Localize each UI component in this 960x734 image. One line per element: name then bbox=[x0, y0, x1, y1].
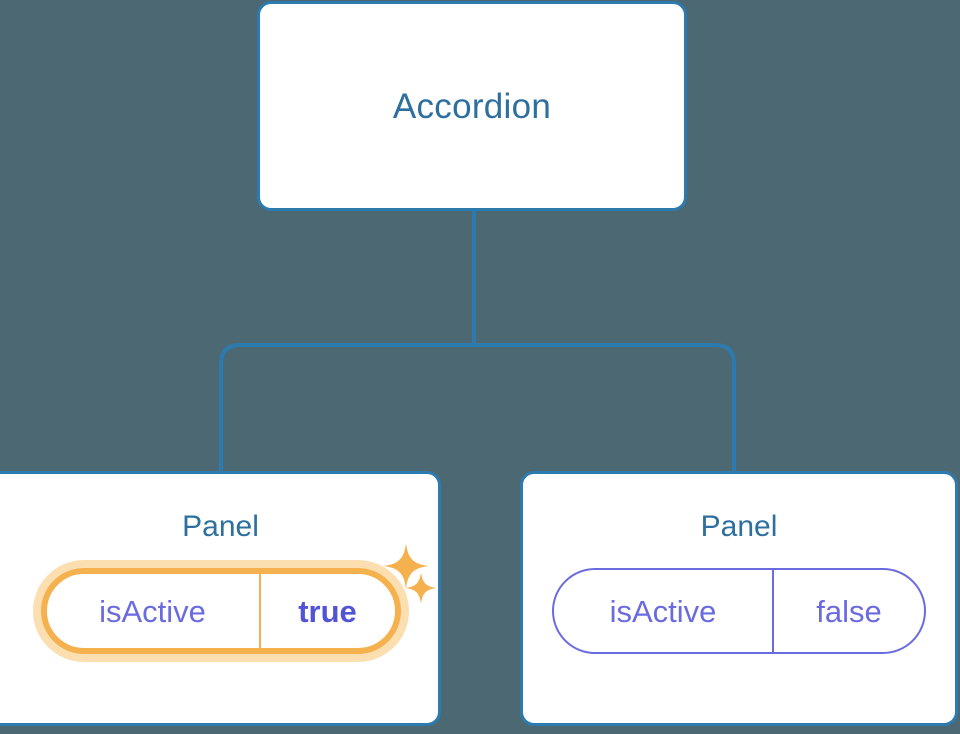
prop-pill-inactive-wrap: isActive false bbox=[523, 568, 955, 654]
node-panel-active[interactable]: Panel isActive true bbox=[0, 471, 441, 726]
prop-pill-isactive-true[interactable]: isActive true bbox=[40, 568, 401, 654]
prop-value: false bbox=[772, 570, 924, 652]
node-accordion[interactable]: Accordion bbox=[257, 1, 687, 211]
node-accordion-title: Accordion bbox=[392, 86, 552, 126]
node-panel-active-title: Panel bbox=[182, 510, 259, 543]
connector-to-left-panel bbox=[219, 343, 474, 472]
prop-pill-active-wrap: isActive true bbox=[3, 568, 438, 654]
prop-key: isActive bbox=[99, 593, 206, 629]
prop-key: isActive bbox=[609, 593, 717, 629]
node-panel-inactive[interactable]: Panel isActive false bbox=[520, 471, 958, 726]
prop-value: true bbox=[258, 574, 395, 648]
node-panel-inactive-title: Panel bbox=[700, 510, 778, 543]
prop-pill-isactive-false[interactable]: isActive false bbox=[552, 568, 926, 654]
connector-to-right-panel bbox=[474, 343, 736, 472]
